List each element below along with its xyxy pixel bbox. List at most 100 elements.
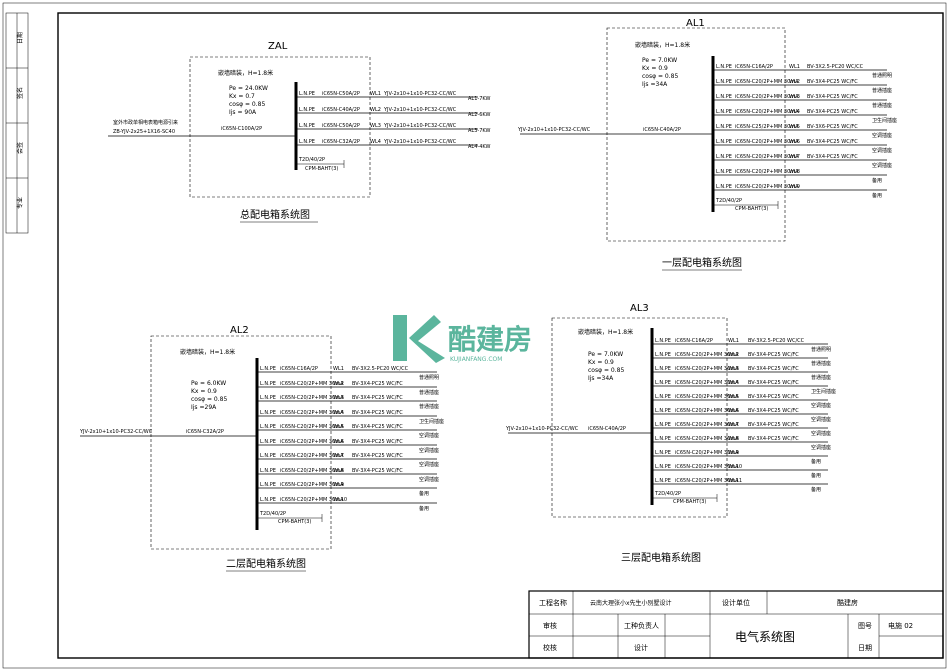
circuit-wl: WL4 xyxy=(789,109,800,115)
circuit-lnpe: L.N.PE xyxy=(260,468,276,474)
al2-circuit: L.N.PE iC65N-C20/2P+MM 30mA WL9 备用 xyxy=(257,482,437,497)
circuit-lnpe: L.N.PE xyxy=(260,395,276,401)
circuit-lnpe: L.N.PE xyxy=(655,478,671,484)
zal-incoming-cable: ZB-YJV-2x25+1X16-SC40 xyxy=(113,129,175,135)
design-unit: 酷建房 xyxy=(837,598,858,607)
circuit-cable: BV-3X4-PC25 WC/FC xyxy=(748,352,799,358)
al1-circuit: L.N.PE iC65N-C16A/2P WL1 BV-3X2.5-PC20 W… xyxy=(713,64,892,79)
circuit-wl: WL10 xyxy=(728,464,742,470)
al2-circuit: L.N.PE iC65N-C20/2P+MM 30mA WL4 BV-3X4-P… xyxy=(257,410,444,425)
circuit-load: AL4-4KW xyxy=(468,144,490,150)
circuit-use: 普通插座 xyxy=(872,102,892,109)
circuit-cable: BV-3X4-PC25 WC/FC xyxy=(352,439,403,445)
zal-circuit: L.N.PE iC65N-C40A/2P WL2 YJV-2x10+1x10-P… xyxy=(296,107,490,118)
al3-circuit: L.N.PE iC65N-C20/2P+MM 30mA WL5 BV-3X4-P… xyxy=(652,394,831,409)
circuit-lnpe: L.N.PE xyxy=(260,482,276,488)
circuit-wl: WL11 xyxy=(728,478,742,484)
al3-kx: Kx = 0.9 xyxy=(588,359,614,366)
left-strip-sign: 签名 xyxy=(16,87,24,99)
zal-circuit: L.N.PE iC65N-C50A/2P WL1 YJV-2x10+1x10-P… xyxy=(296,91,490,102)
al2-circuit: L.N.PE iC65N-C20/2P+MM 30mA WL8 BV-3X4-P… xyxy=(257,468,439,483)
circuit-lnpe: L.N.PE xyxy=(299,139,315,145)
circuit-use: 空调插座 xyxy=(811,430,831,437)
al3-main-breaker: iC65N-C40A/2P xyxy=(588,426,626,432)
circuit-wl: WL2 xyxy=(370,107,381,113)
circuit-wl: WL2 xyxy=(789,79,800,85)
circuit-use: 备用 xyxy=(872,177,882,184)
circuit-breaker: iC65N-C50A/2P xyxy=(322,91,360,97)
circuit-use: 空调插座 xyxy=(419,461,439,468)
circuit-cable: BV-3X4-PC25 WC/FC xyxy=(748,408,799,414)
al3-circuit: L.N.PE iC65N-C20/2P+MM 30mA WL6 BV-3X4-P… xyxy=(652,408,831,423)
circuit-breaker: iC65N-C32A/2P xyxy=(322,139,360,145)
circuit-use: 空调插座 xyxy=(811,444,831,451)
circuit-cable: BV-3X2.5-PC20 WC/CC xyxy=(352,366,409,372)
circuit-use: 备用 xyxy=(811,486,821,493)
circuit-breaker: iC65N-C25/2P+MM 30mA xyxy=(735,124,799,130)
al3-circuit: L.N.PE iC65N-C20/2P+MM 30mA WL9 备用 xyxy=(652,450,828,465)
circuit-breaker: iC65N-C50A/2P xyxy=(322,123,360,129)
circuit-lnpe: L.N.PE xyxy=(260,410,276,416)
circuit-use: 空调插座 xyxy=(419,432,439,439)
al1-main-breaker: iC65N-C40A/2P xyxy=(643,127,681,133)
circuit-use: 普通插座 xyxy=(872,87,892,94)
watermark-brand: 酷建房 xyxy=(448,323,532,356)
circuit-cable: BV-3X2.5-PC20 WC/CC xyxy=(807,64,864,70)
al2-circuit: L.N.PE iC65N-C16A/2P WL1 BV-3X2.5-PC20 W… xyxy=(257,366,439,381)
al1-pe: Pe = 7.0KW xyxy=(642,57,677,64)
circuit-lnpe: L.N.PE xyxy=(260,439,276,445)
circuit-use: 备用 xyxy=(811,458,821,465)
circuit-cable: BV-3X4-PC25 WC/FC xyxy=(807,79,858,85)
al1-circuit: L.N.PE iC65N-C20/2P+MM 30mA WL7 BV-3X4-P… xyxy=(713,154,892,169)
circuit-breaker: iC65N-C20/2P+MM 30mA xyxy=(675,422,739,428)
circuit-lnpe: L.N.PE xyxy=(716,139,732,145)
circuit-use: 卫生间插座 xyxy=(419,418,444,425)
circuit-breaker: iC65N-C20/2P+MM 30mA xyxy=(735,79,799,85)
circuit-lnpe: L.N.PE xyxy=(299,107,315,113)
zal-kx: Kx = 0.7 xyxy=(229,93,255,100)
circuit-lnpe: L.N.PE xyxy=(716,124,732,130)
circuit-use: 普通插座 xyxy=(811,360,831,367)
circuit-breaker: iC65N-C20/2P+MM 30mA xyxy=(280,468,344,474)
al3-title: 三层配电箱系统图 xyxy=(621,551,701,564)
circuit-breaker: iC65N-C20/2P+MM 30mA xyxy=(280,395,344,401)
watermark-url: KUJIANFANG.COM xyxy=(450,356,502,363)
circuit-wl: WL1 xyxy=(333,366,344,372)
left-strip: 日期 签名 会签 专业 xyxy=(5,12,29,234)
circuit-lnpe: L.N.PE xyxy=(260,381,276,387)
circuit-use: 普通照明 xyxy=(872,72,892,79)
circuit-lnpe: L.N.PE xyxy=(655,352,671,358)
circuit-breaker: iC65N-C20/2P+MM 30mA xyxy=(735,154,799,160)
circuit-use: 备用 xyxy=(811,472,821,479)
al1-circuit: L.N.PE iC65N-C25/2P+MM 30mA WL5 BV-3X6-P… xyxy=(713,124,892,139)
al3-name: AL3 xyxy=(630,303,649,314)
circuit-wl: WL10 xyxy=(333,497,347,503)
circuit-load: AL3-7KW xyxy=(468,128,490,134)
circuit-wl: WL7 xyxy=(333,453,344,459)
circuit-wl: WL8 xyxy=(789,169,800,175)
circuit-lnpe: L.N.PE xyxy=(716,109,732,115)
circuit-breaker: iC65N-C20/2P+MM 30mA xyxy=(675,436,739,442)
circuit-breaker: iC65N-C20/2P+MM 30mA xyxy=(280,381,344,387)
al2-kx: Kx = 0.9 xyxy=(191,388,217,395)
zal-circuit: L.N.PE iC65N-C50A/2P WL3 YJV-2x10+1x10-P… xyxy=(296,123,490,134)
al2-circuits: L.N.PE iC65N-C16A/2P WL1 BV-3X2.5-PC20 W… xyxy=(257,366,444,512)
circuit-wl: WL1 xyxy=(370,91,381,97)
circuit-breaker: iC65N-C20/2P+MM 30mA xyxy=(675,394,739,400)
al2-circuit: L.N.PE iC65N-C20/2P+MM 30mA WL7 BV-3X4-P… xyxy=(257,453,439,468)
zal-spd1: T2D/40/2P xyxy=(298,157,325,163)
circuit-use: 备用 xyxy=(419,505,429,512)
al1-spd1: T2D/40/2P xyxy=(715,198,742,204)
circuit-wl: WL8 xyxy=(333,468,344,474)
circuit-cable: BV-3X4-PC25 WC/FC xyxy=(807,154,858,160)
circuit-lnpe: L.N.PE xyxy=(655,338,671,344)
al2-spd2: CPM-ВАНТ(3) xyxy=(278,519,311,525)
circuit-wl: WL3 xyxy=(728,366,739,372)
circuit-breaker: iC65N-C16A/2P xyxy=(675,338,713,344)
al1-circuit: L.N.PE iC65N-C20/2P+MM 30mA WL8 备用 xyxy=(713,169,887,184)
al3-box xyxy=(551,317,728,518)
title-block: 工程名称 云南大理张小x先生小别墅设计 设计单位 酷建房 审核 工种负责人 电气… xyxy=(528,590,944,659)
al1-cos: cosφ = 0.85 xyxy=(642,73,678,80)
al3-cos: cosφ = 0.85 xyxy=(588,367,624,374)
